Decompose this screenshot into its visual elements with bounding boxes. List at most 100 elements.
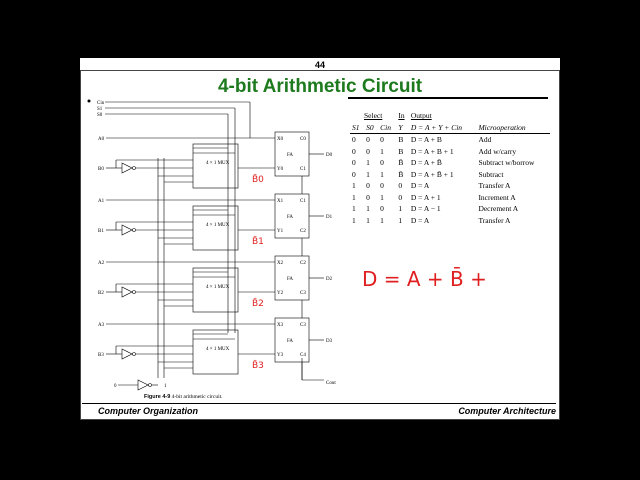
fa-label: FA (287, 215, 293, 220)
bus-lines (105, 101, 251, 378)
table-cell: Transfer A (478, 215, 511, 225)
table-cell: D = A + 1 (410, 192, 441, 202)
d-output-label: D1 (326, 215, 333, 220)
mux-label: 4 × 1 MUX (206, 161, 230, 166)
handwritten-formula: D = A + B̄ + (362, 266, 487, 291)
slide: 44 4-bit Arithmetic Circuit Cin S1 S0 4 … (80, 58, 560, 420)
cin-port-label: C3 (300, 323, 306, 328)
table-cell: 0 (380, 204, 384, 214)
table-cell: Subtract w/borrow (478, 158, 535, 168)
circuit-diagram: Cin S1 S0 4 × 1 MUXFAX0Y0C0C1A0B0D0B̄04 … (87, 99, 487, 391)
cout-port-label: C1 (300, 167, 306, 172)
handwritten-note: B̄1 (252, 235, 264, 247)
table-cell: 1 (352, 215, 356, 225)
table-cell: 0 (366, 146, 370, 156)
table-cell: 1 (366, 158, 370, 168)
title-rule (348, 97, 548, 99)
x-port-label: X0 (277, 137, 284, 142)
fa-label: FA (287, 339, 293, 344)
col-s1: S1 (350, 121, 365, 134)
b-input-label: B2 (98, 291, 104, 296)
y-port-label: Y3 (277, 353, 284, 358)
table-cell: D = A + B + 1 (410, 146, 454, 156)
mux-label: 4 × 1 MUX (206, 285, 230, 290)
handwritten-note: B̄3 (252, 359, 264, 371)
table-cell: 1 (366, 215, 370, 225)
const-zero: 0 (114, 384, 117, 389)
table-cell: 1 (352, 192, 356, 202)
col-y: Y (396, 121, 409, 134)
table-cell: D = A (410, 215, 430, 225)
cout-port-label: C4 (300, 353, 306, 358)
table-cell: Add (478, 135, 492, 145)
table-cell: B̄ (398, 158, 404, 168)
table-cell: B (398, 135, 404, 145)
table-cell: D = A (410, 181, 430, 191)
table-cell: Subtract (478, 169, 504, 179)
table-cell: 0 (352, 135, 356, 145)
table-cell: 1 (380, 192, 384, 202)
table-cell: 0 (352, 146, 356, 156)
caption-text: 4-bit arithmetic circuit. (171, 394, 223, 400)
table-cell: Transfer A (478, 181, 511, 191)
table-cell: 1 (380, 169, 384, 179)
handwritten-note: B̄2 (252, 297, 264, 309)
table-cell: Decrement A (478, 204, 519, 214)
cout-port-label: C3 (300, 291, 306, 296)
table-cell: 0 (366, 192, 370, 202)
b-input-label: B0 (98, 167, 104, 172)
fa-label: FA (287, 153, 293, 158)
table-cell: 1 (398, 215, 403, 225)
cout-port-label: C2 (300, 229, 306, 234)
y-port-label: Y2 (277, 291, 284, 296)
b-input-label: B3 (98, 353, 104, 358)
table-cell: 0 (380, 158, 384, 168)
const-one: 1 (164, 384, 167, 389)
x-port-label: X3 (277, 323, 284, 328)
a-input-label: A0 (98, 137, 105, 142)
table-cell: 1 (398, 204, 403, 214)
y-port-label: Y0 (277, 167, 284, 172)
table-cell: 0 (352, 169, 356, 179)
output-header: Output (410, 111, 432, 121)
table-cell: B̄ (398, 169, 404, 179)
table-cell: 1 (380, 215, 384, 225)
col-s0: S0 (364, 121, 379, 134)
table-cell: 0 (398, 181, 403, 191)
col-cin: Cin (378, 121, 397, 134)
pointer-dot (87, 99, 91, 103)
slide-title: 4-bit Arithmetic Circuit (217, 76, 423, 97)
d-output-label: D2 (326, 277, 333, 282)
mux-label: 4 × 1 MUX (206, 223, 230, 228)
const-wires (118, 379, 158, 391)
table-cell: D = A + B (410, 135, 442, 145)
truth-table: Select In Output S1 S0 Cin Y D = A + Y +… (350, 110, 550, 226)
x-port-label: X2 (277, 261, 284, 266)
caption-label: Figure 4-9 (144, 394, 171, 400)
table-cell: D = A + B̄ (410, 158, 442, 168)
d-output-label: D0 (326, 153, 333, 158)
cin-port-label: C0 (300, 137, 306, 142)
mux-label: 4 × 1 MUX (206, 347, 230, 352)
select-header: Select (364, 111, 383, 121)
page-number: 44 (314, 60, 325, 70)
footer-left: Computer Organization (98, 406, 199, 416)
table-cell: 0 (380, 181, 384, 191)
in-header: In (398, 111, 405, 121)
col-microop: Microoperation (476, 121, 550, 134)
table-cell: 0 (398, 192, 403, 202)
fa-label: FA (287, 277, 293, 282)
table-cell: Increment A (478, 192, 516, 202)
s0-label: S0 (97, 113, 103, 118)
table-cell: 1 (366, 204, 370, 214)
table-cell: B (398, 146, 404, 156)
